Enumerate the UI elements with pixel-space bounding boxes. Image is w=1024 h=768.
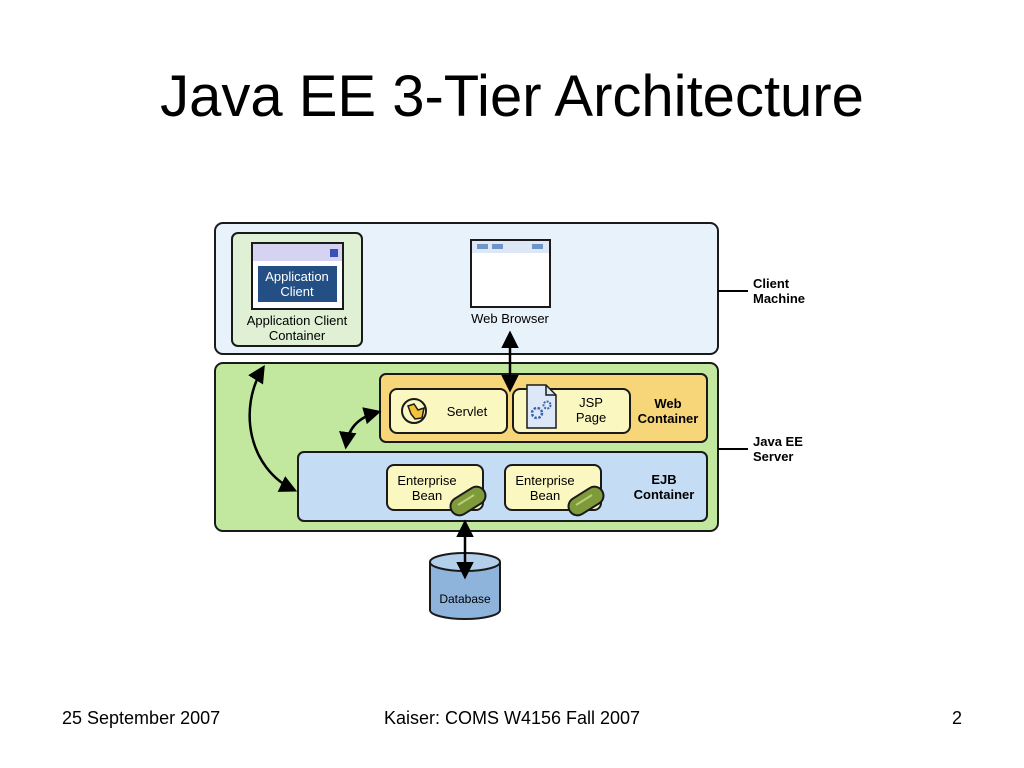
enterprise-bean-2-label-1: Enterprise (515, 473, 574, 488)
servlet-icon (401, 398, 427, 424)
enterprise-bean-2-label-2: Bean (530, 488, 560, 503)
client-machine-label-1: Client (753, 276, 790, 291)
web-browser-tab-3 (532, 244, 543, 249)
ejb-container-label-2: Container (634, 487, 695, 502)
app-client-titlebar (253, 244, 342, 261)
web-browser-label: Web Browser (471, 311, 549, 326)
enterprise-bean-1-label-2: Bean (412, 488, 442, 503)
jsp-label-2: Page (576, 410, 606, 425)
slide-title: Java EE 3-Tier Architecture (160, 64, 864, 129)
page-number: 2 (951, 708, 962, 728)
ejb-container-label-1: EJB (651, 472, 676, 487)
app-client-window-button (330, 249, 338, 257)
arrow-appclient-to-ejb (248, 365, 298, 492)
web-browser-titlebar (472, 241, 549, 253)
web-browser-tab-1 (477, 244, 488, 249)
enterprise-bean-1-label-1: Enterprise (397, 473, 456, 488)
bean-icon-2 (567, 485, 605, 517)
jsp-label-1: JSP (579, 395, 603, 410)
footer-date: 25 September 2007 (62, 708, 221, 728)
jsp-document-icon (526, 384, 557, 429)
app-client-label-1: Application (265, 269, 329, 284)
app-client-container-label-1: Application Client (247, 313, 348, 328)
servlet-label: Servlet (447, 404, 488, 419)
web-browser-tab-2 (492, 244, 503, 249)
web-container-label-2: Container (638, 411, 699, 426)
footer-course: Kaiser: COMS W4156 Fall 2007 (383, 708, 641, 728)
web-container-label-1: Web (654, 396, 681, 411)
app-client-label-2: Client (280, 284, 314, 299)
java-ee-server-label-1: Java EE (753, 434, 803, 449)
database-cylinder (429, 552, 501, 620)
bean-icon-1 (449, 485, 487, 517)
app-client-panel (258, 266, 337, 302)
database-label: Database (439, 592, 491, 606)
arrow-web-to-ejb (339, 407, 382, 450)
client-machine-label-2: Machine (753, 291, 805, 306)
app-client-container-label-2: Container (269, 328, 326, 343)
java-ee-server-label-2: Server (753, 449, 793, 464)
